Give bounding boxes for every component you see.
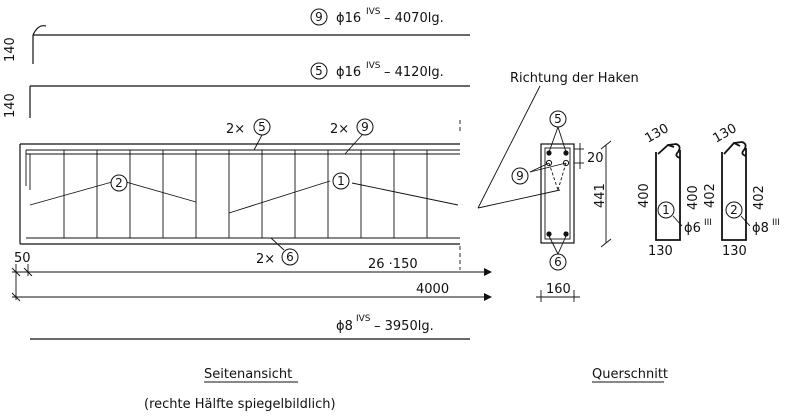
- bar-5-grade: IVS: [366, 61, 381, 71]
- bar-9-detail: 140 9 ϕ16 IVS – 4070lg.: [3, 7, 470, 64]
- mark-circle-9-cross: [511, 167, 529, 185]
- stirrup-1-detail: 130 400 400 130 1 ϕ6 III: [637, 121, 712, 259]
- stirrup-2-detail: 130 402 402 130 2 ϕ8 III: [703, 121, 780, 259]
- stirrup-2-dia: ϕ8: [752, 221, 769, 236]
- bar-9-dia: ϕ16: [336, 11, 361, 26]
- mark-2-side: 2: [115, 176, 123, 190]
- bar-9-length: – 4070lg.: [384, 11, 444, 26]
- stirrup-2-left: 402: [703, 183, 718, 208]
- bar-8-length: – 3950lg.: [374, 319, 434, 334]
- label-2x-5: 2×: [226, 122, 245, 137]
- cross-section: Richtung der Haken 5 9 6 20 441: [477, 71, 639, 302]
- mark-1-side: 1: [337, 174, 345, 188]
- dim-441: 441: [593, 183, 608, 208]
- stirrup-1-left: 400: [637, 183, 652, 208]
- stirrup-1-bottom: 130: [648, 244, 673, 259]
- stirrup-1-right: 400: [686, 185, 701, 210]
- stirrup-2-right: 402: [752, 185, 767, 210]
- bar-5-dia: ϕ16: [336, 65, 361, 80]
- captions: Seitenansicht (rechte Hälfte spiegelbild…: [144, 367, 668, 412]
- dim-4000: 4000: [416, 282, 449, 297]
- caption-side-note: (rechte Hälfte spiegelbildlich): [144, 397, 336, 412]
- stirrup-1-mark: 1: [662, 203, 670, 217]
- mark-circle-9: [310, 8, 328, 26]
- bar-8-dia: ϕ8: [336, 319, 353, 334]
- mark-circle-1: [332, 172, 350, 190]
- mark-9-side: 9: [361, 120, 369, 134]
- bar-5-length: – 4120lg.: [384, 65, 444, 80]
- stirrup-1-top: 130: [643, 121, 672, 146]
- dim-140-top: 140: [3, 37, 18, 62]
- mark-circle-9-side: [356, 118, 374, 136]
- bar-5-detail: 140 5 ϕ16 IVS – 4120lg.: [3, 61, 470, 118]
- dim-20: 20: [587, 151, 604, 166]
- mark-circle-5-cross: [549, 110, 567, 128]
- dim-160: 160: [546, 282, 571, 297]
- mark-circle-1-stirrup: [657, 201, 675, 219]
- dim-spacing: 26 ·150: [368, 257, 418, 272]
- stirrup-2-bottom: 130: [722, 244, 747, 259]
- mark-5-cross: 5: [554, 112, 562, 126]
- mark-5-side: 5: [258, 120, 266, 134]
- side-view-beam: [19, 120, 461, 270]
- caption-cross-section: Querschnitt: [592, 367, 668, 382]
- dim-50: 50: [14, 251, 31, 266]
- stirrup-1-dia: ϕ6: [684, 221, 701, 236]
- mark-circle-2-stirrup: [725, 201, 743, 219]
- mark-circle-5: [310, 62, 328, 80]
- mark-circle-6-side: [281, 248, 299, 266]
- mark-5-label: 5: [315, 64, 323, 78]
- stirrup-2-mark: 2: [730, 203, 738, 217]
- mark-9-cross: 9: [516, 169, 524, 183]
- dim-140-second: 140: [3, 93, 18, 118]
- hook-direction-label: Richtung der Haken: [510, 71, 639, 86]
- stirrup-2-grade: III: [772, 218, 780, 228]
- label-2x-9: 2×: [330, 122, 349, 137]
- side-view-labels: 2× 5 2× 9 2 1 2× 6: [110, 118, 374, 267]
- bar-8-grade: IVS: [356, 314, 371, 324]
- bar-8-detail: ϕ8 IVS – 3950lg.: [30, 314, 470, 340]
- dimension-lines: 50 26 ·150 4000: [11, 251, 492, 302]
- mark-9-label: 9: [315, 10, 323, 24]
- caption-side-view: Seitenansicht: [204, 367, 292, 382]
- mark-circle-2: [110, 174, 128, 192]
- mark-6-cross: 6: [554, 255, 562, 269]
- stirrup-1-grade: III: [704, 218, 712, 228]
- mark-6-side: 6: [286, 250, 294, 264]
- label-2x-6: 2×: [256, 252, 275, 267]
- mark-circle-6-cross: [549, 253, 567, 271]
- bar-9-grade: IVS: [366, 7, 381, 17]
